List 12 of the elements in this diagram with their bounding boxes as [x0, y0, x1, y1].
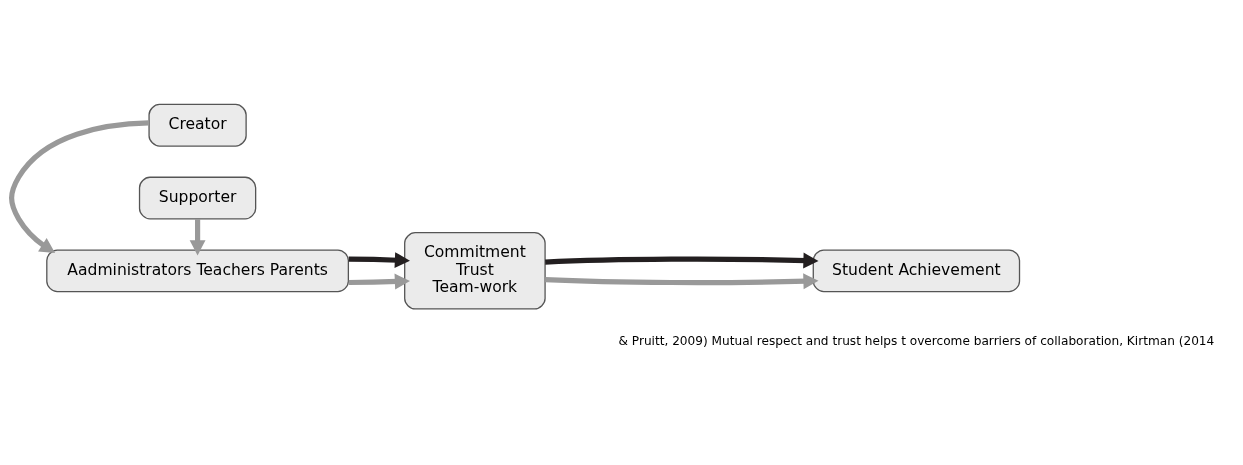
node-box: Commitment Trust Team-work — [404, 232, 546, 310]
arrow — [348, 273, 410, 290]
arrow — [189, 219, 206, 256]
node-box: Aadministrators Teachers Parents — [46, 249, 349, 293]
label: & Pruitt, 2009) Mutual respect and trust helps t overcome barriers of collaboration, Kirtman (2014 — [618, 334, 1215, 349]
arrow — [9, 120, 149, 253]
node-box: Supporter — [138, 176, 257, 220]
arrow — [348, 252, 410, 269]
node-box: Student Achievement — [812, 249, 1021, 293]
node-box: Creator — [148, 103, 247, 147]
arrow — [545, 273, 819, 290]
arrow — [545, 252, 819, 269]
